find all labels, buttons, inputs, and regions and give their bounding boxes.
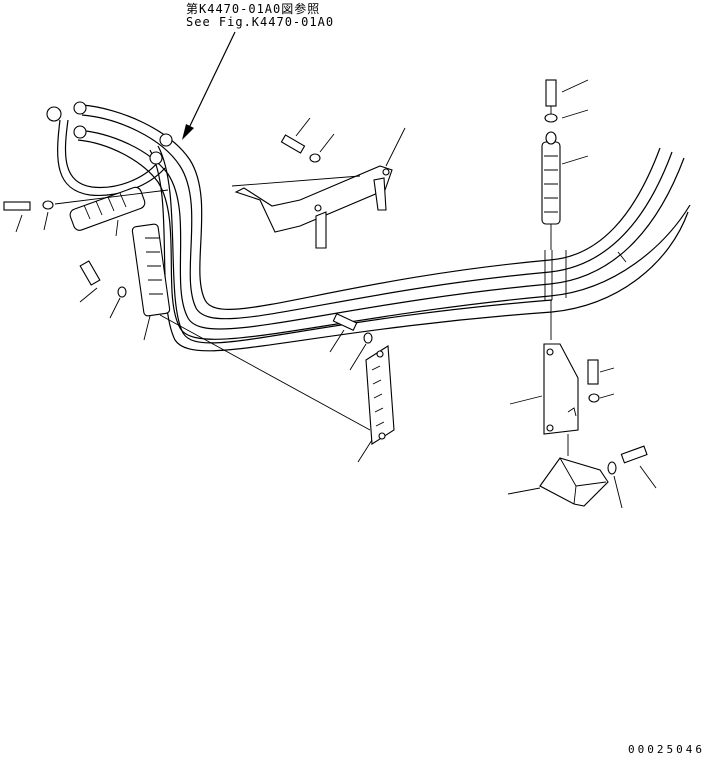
hose-fitting-icon [73, 125, 87, 139]
washer-icon [117, 286, 127, 298]
washer-icon [309, 153, 321, 163]
drawing-number: 00025046 [628, 743, 705, 756]
washer-icon [363, 332, 373, 344]
vertical-clamp-plate [79, 223, 371, 431]
washer-icon [607, 461, 617, 475]
hose-fitting-icon [46, 106, 62, 122]
mounting-block [507, 445, 657, 509]
upper-bracket [231, 117, 406, 249]
bolt-icon [3, 201, 31, 211]
figure-reference-japanese: 第K4470-01A0図参照 [186, 2, 321, 16]
figure-reference-english: See Fig.K4470-01A0 [186, 15, 335, 29]
hose-bundle [46, 101, 691, 352]
lower-bracket [509, 343, 615, 456]
reference-arrow [182, 31, 236, 140]
bolt-icon [79, 260, 101, 286]
bolt-icon [545, 79, 557, 107]
center-clamp-plate [329, 312, 395, 463]
hose-fitting-icon [159, 133, 173, 147]
bolt-icon [620, 445, 648, 464]
bolt-icon [587, 359, 599, 385]
nut-icon [545, 131, 557, 145]
bolt-icon [332, 312, 358, 332]
washer-icon [544, 113, 558, 123]
left-hose-clamp [3, 186, 169, 237]
right-vertical-clamp [541, 79, 589, 340]
hose-fitting-icon [149, 151, 163, 165]
washer-icon [42, 200, 54, 210]
bolt-icon [280, 134, 306, 154]
hose-fitting-icon [73, 101, 87, 115]
washer-icon [588, 393, 600, 403]
